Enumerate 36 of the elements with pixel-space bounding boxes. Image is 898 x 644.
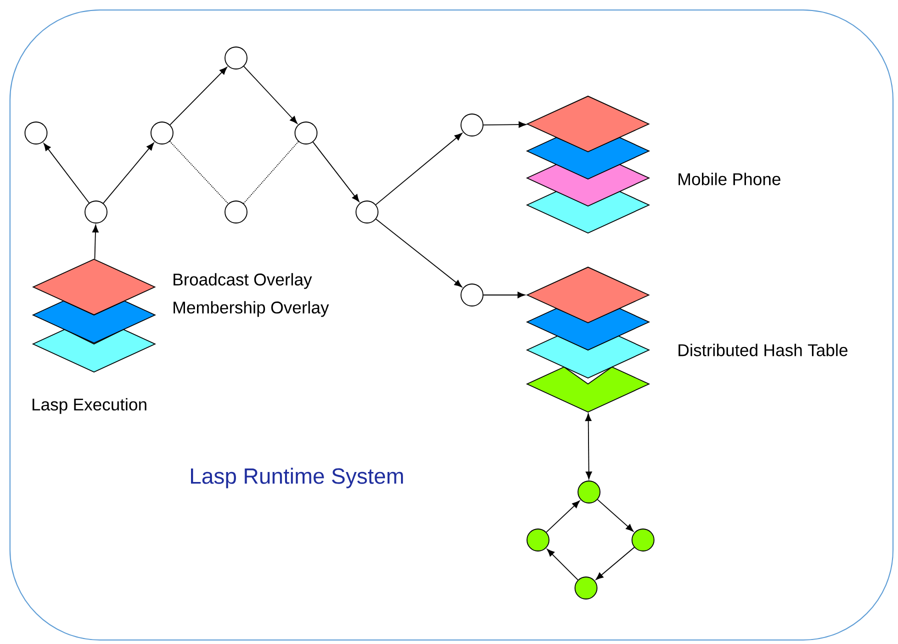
arrow [375, 133, 462, 206]
node-circle [224, 46, 248, 70]
arrow [597, 499, 634, 532]
label-text: Mobile Phone [678, 172, 780, 186]
arrow [243, 66, 298, 124]
arrow [170, 66, 228, 126]
dotted-line [243, 141, 299, 204]
node-circle [460, 114, 484, 136]
arrow [483, 121, 526, 128]
arrow [546, 500, 580, 533]
node-circle [84, 200, 108, 224]
node-circle [574, 576, 598, 600]
node-circle [632, 528, 654, 552]
node-circle [356, 200, 378, 224]
arrow [585, 413, 592, 480]
arrow [102, 142, 154, 204]
layer-label: Membership Overlay [174, 301, 329, 317]
system-title: Lasp Runtime System [191, 468, 403, 488]
node-circle [526, 528, 550, 552]
dotted-line [169, 140, 229, 204]
arrow [596, 546, 635, 580]
arrow [546, 548, 578, 580]
arrow [92, 224, 99, 260]
arrow [376, 218, 462, 288]
node-circle [294, 122, 318, 144]
node-circle [578, 480, 600, 504]
label-text: Distributed Hash Table [678, 344, 848, 356]
layer-label: Broadcast Overlay [174, 273, 312, 289]
node-circle [224, 200, 248, 224]
arrow [44, 143, 90, 204]
node-circle [24, 122, 48, 144]
arrow [483, 292, 526, 298]
label-text: Lasp Execution [32, 398, 146, 414]
node-circle [460, 284, 484, 306]
arrow [312, 142, 360, 202]
node-circle [150, 122, 174, 144]
